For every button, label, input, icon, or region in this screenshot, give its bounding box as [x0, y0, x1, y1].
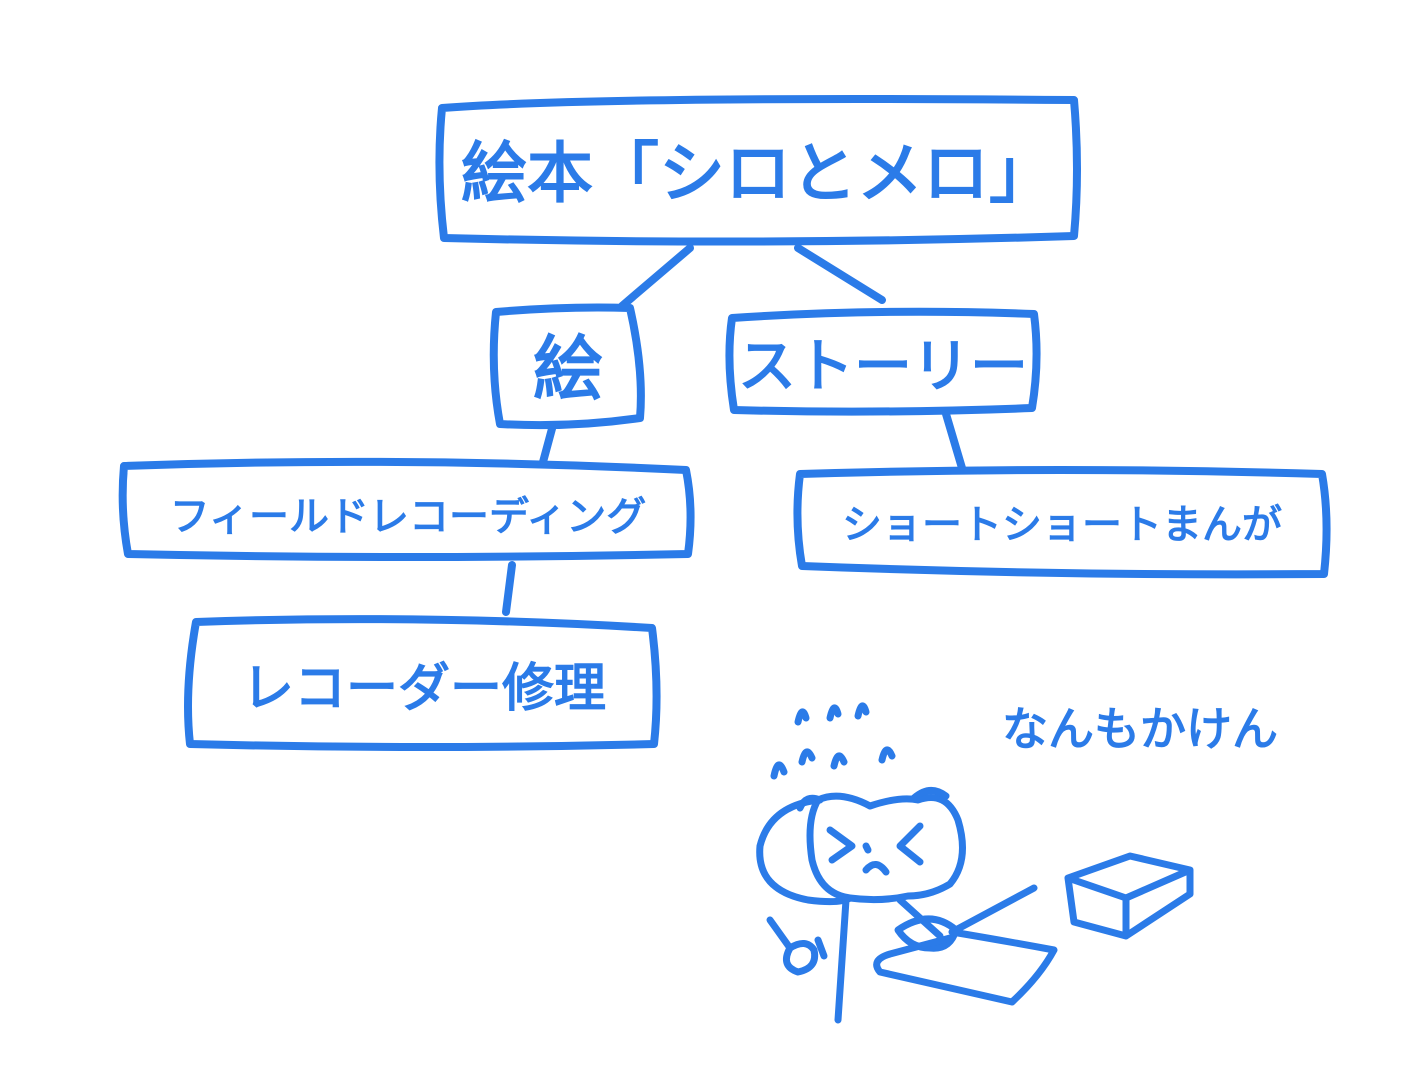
node-recorder-repair-box [184, 615, 661, 751]
stress-marks [770, 702, 896, 780]
edge-field-recording-to-repair [502, 561, 516, 616]
character-pen-hand [766, 916, 819, 976]
node-field-recording-label: フィールドレコーディング [170, 494, 646, 540]
desk-paper [873, 884, 1058, 1006]
node-short-manga-box [793, 466, 1331, 579]
node-field-recording-box [118, 457, 695, 561]
node-recorder-repair: レコーダー修理 [184, 615, 661, 751]
node-story-box [725, 307, 1041, 416]
node-picture: 絵 [489, 303, 645, 430]
character-face [806, 792, 966, 904]
eraser-box [1064, 852, 1194, 940]
node-root-label: 絵本「シロとメロ」 [461, 135, 1055, 212]
node-field-recording: フィールドレコーディング [118, 457, 695, 561]
edges [502, 244, 966, 616]
node-story-label: ストーリー [738, 332, 1028, 400]
edge-root-to-picture [618, 244, 694, 310]
edge-story-to-short-manga [942, 410, 966, 472]
edge-root-to-story [794, 244, 886, 304]
caption-text: なんもかけん [1002, 702, 1278, 756]
node-root-box [435, 95, 1081, 246]
edge-picture-to-field-recording [539, 421, 557, 466]
character-eye-right [896, 822, 924, 866]
node-recorder-repair-label: レコーダー修理 [242, 659, 606, 719]
node-root: 絵本「シロとメロ」 [435, 95, 1081, 246]
frustrated-character-sketch [756, 702, 1194, 1024]
node-picture-box [489, 303, 645, 430]
node-short-manga-label: ショートショートまんが [842, 502, 1282, 548]
node-short-manga: ショートショートまんが [793, 466, 1331, 579]
character-head [756, 796, 854, 906]
node-story: ストーリー [725, 307, 1041, 416]
character-eye-left [826, 826, 856, 864]
character-mouth [862, 861, 890, 876]
node-picture-label: 絵 [533, 328, 603, 410]
